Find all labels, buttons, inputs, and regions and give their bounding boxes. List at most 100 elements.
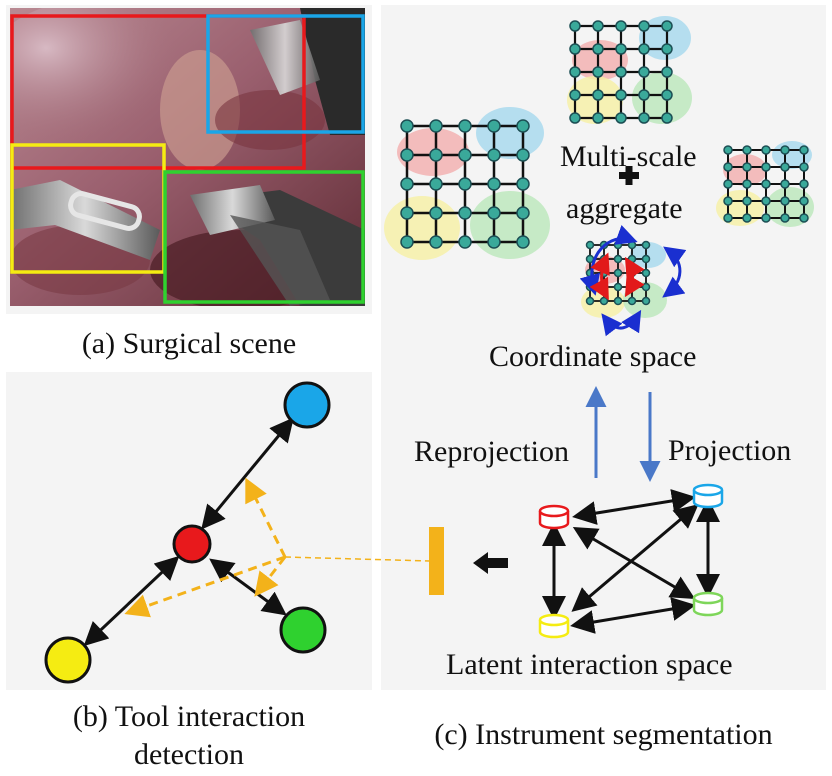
reprojection-label: Reprojection <box>414 435 569 468</box>
grid-node <box>661 43 673 55</box>
grid-node <box>458 119 472 133</box>
grid-node <box>627 296 637 306</box>
grid-node <box>638 66 650 78</box>
grid-node <box>615 89 627 101</box>
grid-node <box>723 179 733 189</box>
blue-tool-node <box>283 381 331 429</box>
caption-tool-interaction-line2: detection <box>134 738 244 771</box>
grid-node <box>615 43 627 55</box>
grid-node <box>761 213 771 223</box>
grid-node <box>613 268 623 278</box>
grid-node <box>661 112 673 124</box>
multi-scale-label: Multi-scale <box>560 140 697 173</box>
grid-node <box>613 282 623 292</box>
grid-node <box>641 268 651 278</box>
grid-node <box>799 213 809 223</box>
grid-node <box>516 206 530 220</box>
grid-node <box>487 206 501 220</box>
grid-node <box>780 179 790 189</box>
latent-interaction-graph <box>538 483 724 639</box>
grid-node <box>780 213 790 223</box>
grid-node <box>799 196 809 206</box>
grid-node <box>742 145 752 155</box>
grid-node <box>723 213 733 223</box>
top-grid <box>567 16 692 124</box>
grid-node <box>569 89 581 101</box>
grid-node <box>638 20 650 32</box>
grid-node <box>458 235 472 249</box>
tool-interaction-graph <box>44 381 431 684</box>
grid-node <box>429 148 443 162</box>
grid-node <box>641 296 651 306</box>
grid-node <box>569 20 581 32</box>
grid-node <box>613 240 623 250</box>
grid-node <box>592 43 604 55</box>
grid-node <box>569 66 581 78</box>
grid-node <box>458 177 472 191</box>
grid-node <box>487 119 501 133</box>
grid-node <box>742 162 752 172</box>
grid-node <box>780 145 790 155</box>
grid-node <box>638 89 650 101</box>
grid-node <box>742 213 752 223</box>
aggregate-label: aggregate <box>566 192 683 225</box>
grid-node <box>400 206 414 220</box>
red-bounding-box <box>10 14 306 170</box>
grid-node <box>641 282 651 292</box>
red-latent-node <box>538 504 570 530</box>
grid-node <box>458 148 472 162</box>
caption-surgical-scene: (a) Surgical scene <box>81 327 297 360</box>
green-tool-node <box>279 606 327 654</box>
grid-node <box>429 119 443 133</box>
grid-node <box>429 206 443 220</box>
grid-node <box>780 196 790 206</box>
grid-node <box>799 145 809 155</box>
grid-node <box>585 240 595 250</box>
blue-bounding-box <box>206 14 365 134</box>
grid-node <box>761 162 771 172</box>
grid-node <box>429 235 443 249</box>
surgical-scene-image <box>10 8 365 306</box>
grid-node <box>661 20 673 32</box>
grid-node <box>723 162 733 172</box>
yellow-tool-node <box>44 636 92 684</box>
orange-feature-bar <box>429 527 444 595</box>
grid-node <box>487 148 501 162</box>
grid-node <box>638 43 650 55</box>
grid-node <box>592 66 604 78</box>
grid-node <box>661 89 673 101</box>
grid-node <box>569 112 581 124</box>
grid-node <box>487 177 501 191</box>
grid-node <box>516 119 530 133</box>
grid-node <box>516 235 530 249</box>
grid-node <box>615 112 627 124</box>
grid-node <box>400 148 414 162</box>
grid-node <box>516 148 530 162</box>
grid-node <box>799 162 809 172</box>
grid-node <box>638 112 650 124</box>
grid-node <box>799 179 809 189</box>
grid-node <box>641 254 651 264</box>
grid-node <box>592 20 604 32</box>
aggregate-grid <box>579 225 687 337</box>
right-grid <box>716 141 814 227</box>
grid-node <box>742 196 752 206</box>
grid-node <box>761 179 771 189</box>
yellow-latent-node <box>538 613 570 639</box>
grid-node <box>429 177 443 191</box>
large-grid <box>384 107 550 260</box>
left-arrow-icon <box>473 552 508 574</box>
grid-node <box>585 296 595 306</box>
grid-node <box>742 179 752 189</box>
grid-node <box>516 177 530 191</box>
grid-node <box>613 254 623 264</box>
grid-node <box>627 240 637 250</box>
grid-node <box>458 206 472 220</box>
grid-node <box>487 235 501 249</box>
caption-tool-interaction-line1: (b) Tool interaction <box>72 700 306 733</box>
grid-node <box>592 112 604 124</box>
grid-node <box>723 145 733 155</box>
grid-node <box>627 254 637 264</box>
grid-node <box>400 177 414 191</box>
grid-node <box>661 66 673 78</box>
